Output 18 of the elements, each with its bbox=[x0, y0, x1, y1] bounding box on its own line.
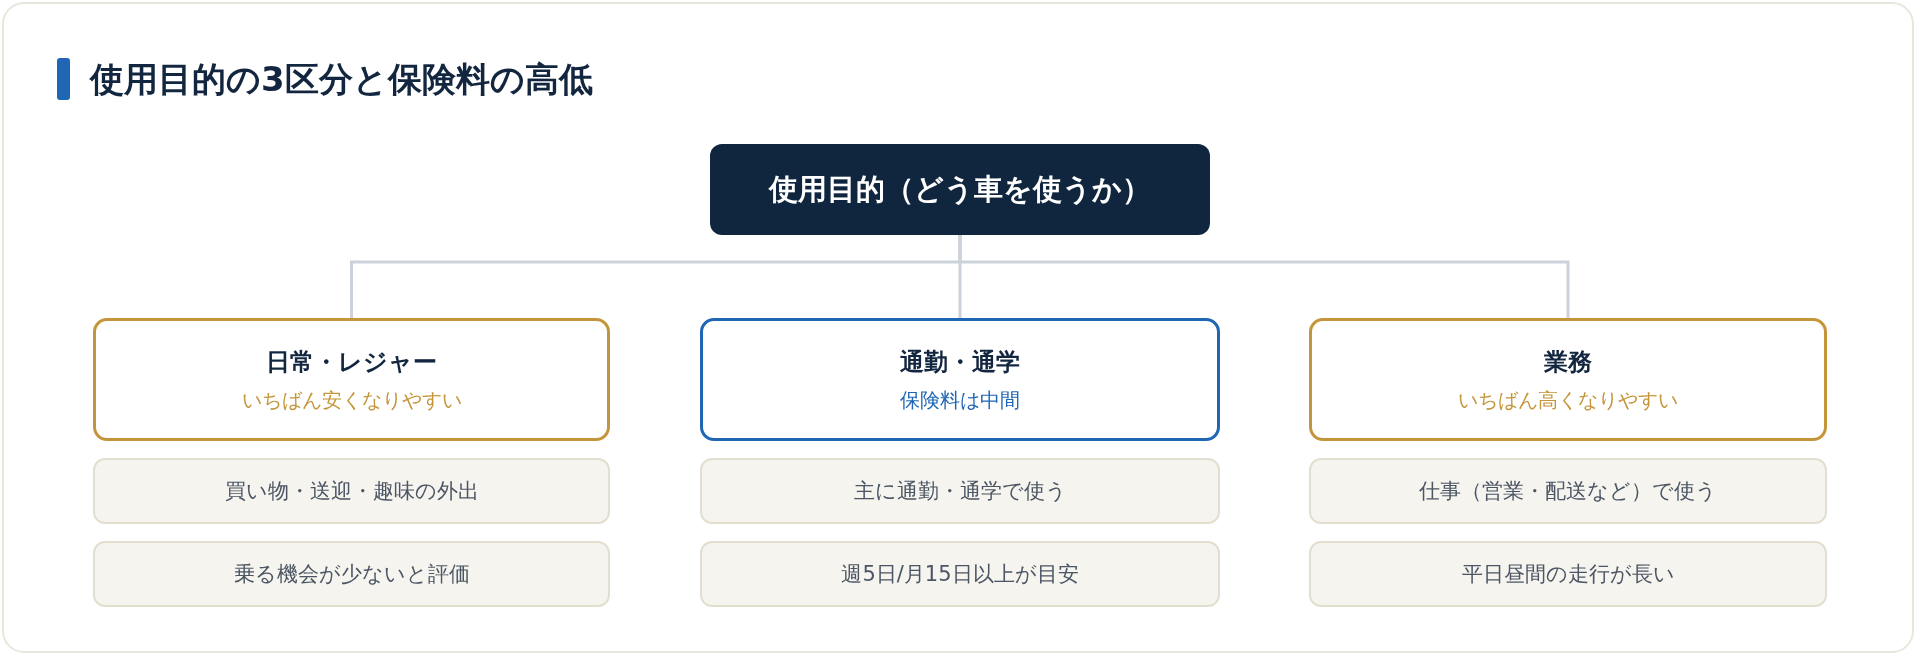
category-box bbox=[93, 318, 610, 441]
category-heading: 日常・レジャー bbox=[266, 346, 437, 378]
category-heading: 業務 bbox=[1544, 346, 1592, 378]
category-heading: 通勤・通学 bbox=[900, 346, 1020, 378]
category-note: いちばん安くなりやすい bbox=[241, 386, 462, 414]
detail-card: 平日昼間の走行が長い bbox=[1309, 541, 1827, 607]
detail-card: 買い物・送迎・趣味の外出 bbox=[93, 458, 610, 524]
detail-card: 主に通勤・通学で使う bbox=[700, 458, 1220, 524]
category-box bbox=[700, 318, 1220, 441]
category-note: 保険料は中間 bbox=[900, 386, 1020, 414]
root-node: 使用目的（どう車を使うか） bbox=[710, 144, 1210, 235]
category-note: いちばん高くなりやすい bbox=[1458, 386, 1678, 414]
detail-card: 週5日/月15日以上が目安 bbox=[700, 541, 1220, 607]
detail-card: 乗る機会が少ないと評価 bbox=[93, 541, 610, 607]
diagram-title: 使用目的の3区分と保険料の高低 bbox=[90, 58, 593, 100]
category-box bbox=[1309, 318, 1827, 441]
detail-card: 仕事（営業・配送など）で使う bbox=[1309, 458, 1827, 524]
connector-line bbox=[958, 235, 1570, 318]
